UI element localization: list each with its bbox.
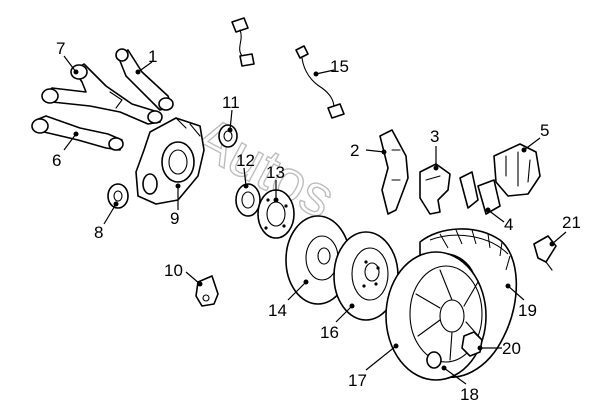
part-9-hub-carrier — [135, 117, 205, 205]
part-13-hub — [257, 189, 295, 239]
part-18-hub-cap — [426, 351, 442, 369]
callout-2: 2 — [350, 141, 359, 160]
cable-harness — [231, 17, 255, 67]
callout-19: 19 — [518, 301, 537, 320]
part-5-caliper — [493, 143, 541, 197]
part-4-brake-pads — [459, 171, 501, 215]
part-16-brake-disc — [333, 231, 399, 321]
callout-15: 15 — [330, 57, 349, 76]
part-15-brake-pipe — [295, 45, 345, 119]
part-6-lower-arm — [31, 115, 124, 151]
callout-5: 5 — [540, 121, 549, 140]
callout-18: 18 — [460, 385, 479, 404]
part-20-wheel-nut — [461, 331, 483, 357]
callout-17: 17 — [348, 371, 367, 390]
callout-7: 7 — [56, 39, 65, 58]
callout-8: 8 — [94, 223, 103, 242]
callout-14: 14 — [268, 301, 287, 320]
callout-21: 21 — [562, 213, 581, 232]
part-8-bush — [107, 183, 129, 209]
callout-1: 1 — [148, 47, 157, 66]
callout-3: 3 — [430, 127, 439, 146]
callout-20: 20 — [502, 339, 521, 358]
part-21-sensor — [533, 235, 557, 271]
part-2-caliper-bracket — [379, 129, 409, 215]
callout-10: 10 — [164, 261, 183, 280]
callout-11: 11 — [222, 93, 240, 112]
part-10-bracket — [195, 275, 219, 307]
part-12-wheel-bearing — [235, 183, 261, 217]
callout-12: 12 — [236, 151, 255, 170]
part-7-wishbone — [41, 63, 163, 125]
part-11-bearing — [218, 124, 238, 148]
callout-9: 9 — [170, 209, 179, 228]
callout-6: 6 — [52, 151, 61, 170]
part-1-upper-arm — [115, 48, 174, 111]
leader-lines — [63, 55, 567, 385]
callout-13: 13 — [266, 163, 285, 182]
callout-4: 4 — [504, 215, 513, 234]
part-3-pad-holder — [419, 163, 451, 215]
part-17-wheel-rim — [385, 251, 487, 381]
callout-16: 16 — [320, 323, 339, 342]
callout-labels: 1 2 3 4 5 6 7 8 9 10 11 12 13 14 15 16 1… — [52, 39, 581, 404]
